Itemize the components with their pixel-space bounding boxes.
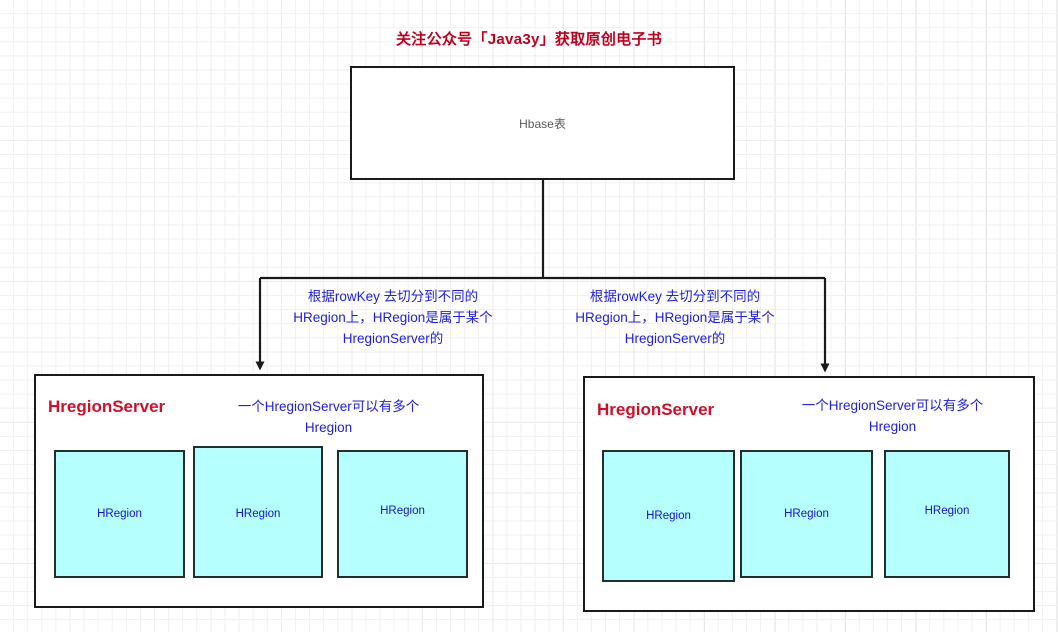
hregion-label: HRegion — [235, 508, 281, 520]
hregion-label: HRegion — [924, 505, 970, 517]
hregionserver-title-left: HregionServer — [48, 397, 166, 416]
hregion-label: HRegion — [646, 510, 691, 522]
annotation-right: 根据rowKey 去切分到不同的 HRegion上，HRegion是属于某个 H… — [575, 289, 775, 346]
hregionserver-note-right: 一个HregionServer可以有多个 Hregion — [801, 398, 984, 434]
hregion-box[interactable]: HRegion — [337, 450, 468, 578]
hregionserver-title-right: HregionServer — [597, 400, 715, 419]
hregion-label: HRegion — [784, 508, 829, 520]
hregion-label: HRegion — [380, 505, 425, 517]
hregion-box[interactable]: HRegion — [602, 450, 735, 582]
hregion-label: HRegion — [97, 508, 142, 520]
hregionserver-note-left: 一个HregionServer可以有多个 Hregion — [237, 399, 420, 435]
annotation-left: 根据rowKey 去切分到不同的 HRegion上，HRegion是属于某个 H… — [293, 289, 493, 346]
hregion-box[interactable]: HRegion — [884, 450, 1010, 578]
page-title: 关注公众号「Java3y」获取原创电子书 — [395, 31, 663, 48]
hregion-box[interactable]: HRegion — [740, 450, 873, 578]
hregion-box[interactable]: HRegion — [54, 450, 185, 578]
hbase-table-label: Hbase表 — [519, 116, 566, 131]
hregion-box[interactable]: HRegion — [193, 446, 323, 578]
hbase-table-node[interactable]: Hbase表 — [350, 66, 735, 180]
